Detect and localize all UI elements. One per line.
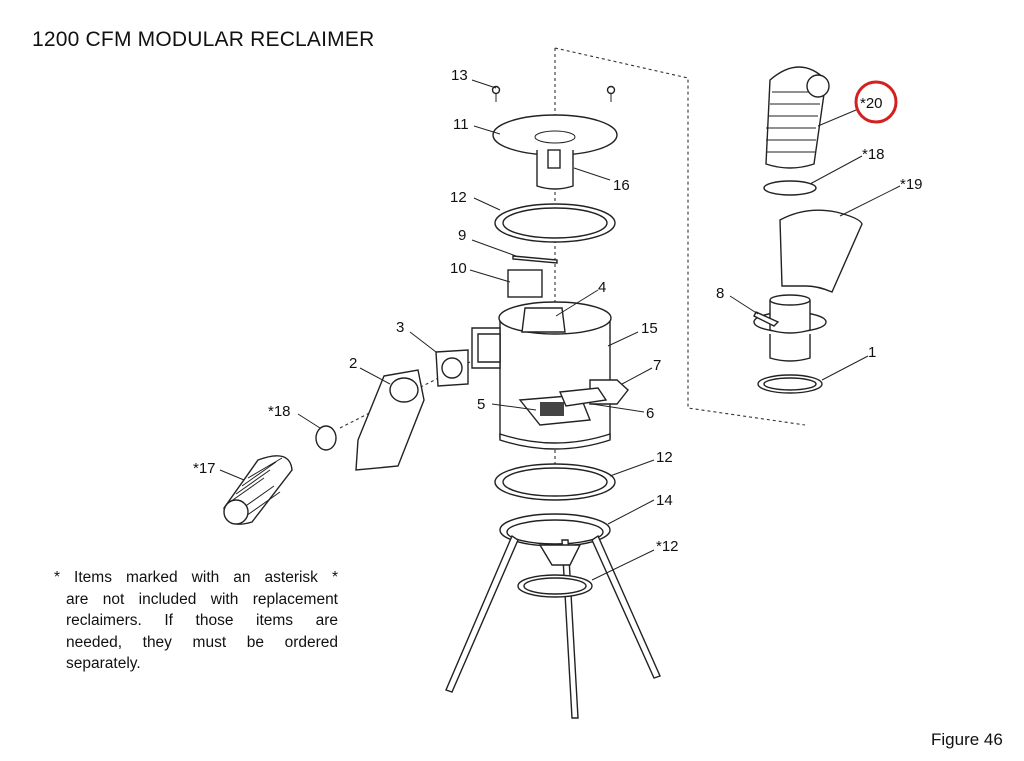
part-16-outlet-tube <box>536 149 574 190</box>
callout-7: 7 <box>653 357 661 374</box>
part-6-deflector <box>558 387 608 407</box>
figure-label: Figure 46 <box>931 730 1003 749</box>
part-10-bracket <box>507 269 543 298</box>
part-9-rod <box>512 255 558 264</box>
note-line-5: separately. <box>66 655 141 672</box>
callout-labels: 13 11 16 12 9 10 4 15 3 2 7 5 6 *18 *17 … <box>193 67 923 555</box>
leader-lines <box>219 79 901 581</box>
part-8-outlet-flange <box>753 294 827 362</box>
note-line-4: needed, they must be ordered <box>66 633 338 651</box>
callout-10: 10 <box>450 260 467 277</box>
callout-11: 11 <box>453 116 469 133</box>
callout-18-right: *18 <box>862 146 885 163</box>
callout-14: 14 <box>656 492 673 509</box>
note-line-1: * Items marked with an asterisk * <box>54 569 338 586</box>
callout-20: *20 <box>860 95 883 112</box>
callout-4: 4 <box>598 279 606 296</box>
note-line-2: are not included with replacement <box>66 590 338 608</box>
callout-12-upper: 12 <box>450 189 467 206</box>
note-line-3: reclaimers. If those items are <box>66 612 338 629</box>
part-18-clamp-left <box>315 425 337 451</box>
callout-3: 3 <box>396 319 404 336</box>
part-1-ring <box>757 374 823 394</box>
part-2-inlet-elbow <box>355 369 425 471</box>
part-20-hose <box>765 66 830 169</box>
part-11-top-plate <box>492 114 618 156</box>
part-19-shroud <box>779 209 863 293</box>
callout-16: 16 <box>613 177 630 194</box>
part-17-hose <box>223 455 293 525</box>
callout-9: 9 <box>458 227 466 244</box>
callout-18-left: *18 <box>268 403 291 420</box>
part-12-gasket-upper <box>494 203 616 243</box>
part-13-eye-bolts <box>491 85 616 102</box>
part-18-clamp-right <box>763 180 817 196</box>
callout-13: 13 <box>451 67 468 84</box>
callout-6: 6 <box>646 405 654 422</box>
callout-5: 5 <box>477 396 485 413</box>
part-4-inner-plate <box>521 307 566 333</box>
asterisk-note: * Items marked with an asterisk * are no… <box>54 567 338 675</box>
part-12-gasket-lower <box>494 463 616 501</box>
callout-2: 2 <box>349 355 357 372</box>
part-14-stand <box>445 513 661 719</box>
callout-1: 1 <box>868 344 876 361</box>
part-3-flange <box>435 349 469 387</box>
callout-19: *19 <box>900 176 923 193</box>
callout-8: 8 <box>716 285 724 302</box>
callout-12-lower: 12 <box>656 449 673 466</box>
callout-15: 15 <box>641 320 658 337</box>
diagram-title: 1200 CFM MODULAR RECLAIMER <box>32 28 375 51</box>
callout-12-bottom: *12 <box>656 538 679 555</box>
highlight-circle <box>854 80 898 124</box>
part-12-ring-bottom <box>517 574 593 598</box>
callout-17: *17 <box>193 460 216 477</box>
